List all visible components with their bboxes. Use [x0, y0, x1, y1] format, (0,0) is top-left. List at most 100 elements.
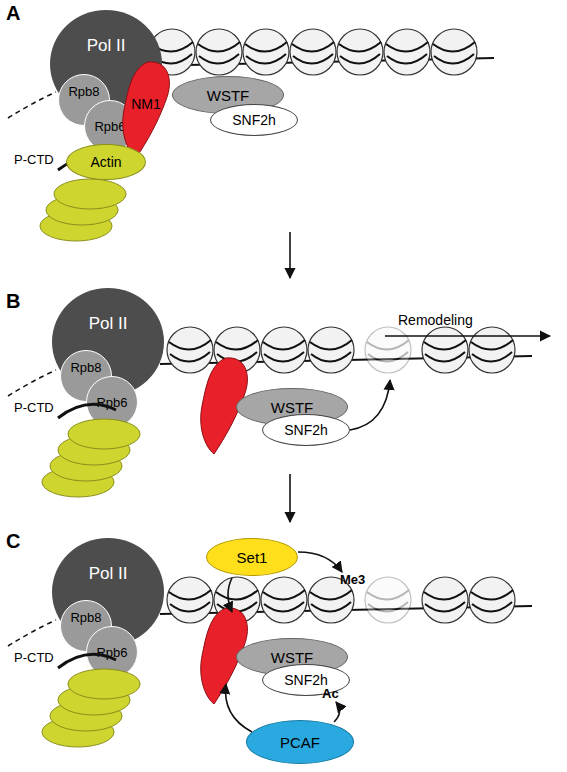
nucleosome: [261, 577, 307, 623]
nucleosome: [167, 577, 213, 623]
ctd-label: P-CTD: [14, 650, 54, 665]
node-label: SNF2h: [284, 672, 328, 688]
dna-wrap: [311, 352, 351, 362]
histone-core: [261, 327, 307, 373]
node-label: Set1: [237, 549, 268, 566]
dna-wrap: [216, 590, 258, 600]
node-label: Rpb6: [94, 119, 125, 134]
dna-wrap: [245, 42, 287, 52]
histone-core: [167, 577, 213, 623]
dna-wrap: [471, 340, 513, 350]
snf2h-ellipse: SNF2h: [210, 104, 298, 136]
nucleosome: [469, 327, 515, 373]
histone-core: [167, 327, 213, 373]
histone-core: [337, 29, 383, 75]
dna-wrap: [386, 42, 428, 52]
histone-core: [384, 29, 430, 75]
rna-transcript: [8, 370, 56, 396]
dna-wrap: [424, 590, 466, 600]
nucleosome: [384, 29, 430, 75]
dna-wrap: [368, 602, 408, 612]
dna-wrap: [472, 352, 512, 362]
node-label: Rpb8: [70, 360, 101, 375]
actin-ellipse: Actin: [66, 144, 146, 180]
process-label: Remodeling: [398, 312, 473, 328]
panel-letter: A: [6, 2, 20, 25]
histone-core: [469, 327, 515, 373]
ctd-label: P-CTD: [14, 152, 54, 167]
myosin-shape: NM1: [118, 60, 174, 160]
dna-wrap: [216, 340, 258, 350]
remodeling-arrow: [385, 335, 550, 337]
node-label: PCAF: [280, 734, 320, 751]
set1-ellipse: Set1: [206, 538, 298, 576]
set1-arrow: [228, 578, 232, 612]
dna-wrap: [264, 602, 304, 612]
dna-wrap: [169, 340, 211, 350]
histone-core: [422, 327, 468, 373]
actin-subunit: [68, 669, 140, 699]
actin-subunit: [68, 419, 140, 449]
dna-wrap: [472, 602, 512, 612]
dna-wrap: [425, 352, 465, 362]
panel-letter: C: [6, 530, 20, 553]
histone-core: [243, 29, 289, 75]
dna-wrap: [170, 602, 210, 612]
node-label: Pol II: [89, 564, 128, 584]
histone-core: [469, 577, 515, 623]
rna-transcript: [8, 92, 56, 118]
dna-wrap: [387, 54, 427, 64]
dna-wrap: [434, 54, 474, 64]
dna-wrap: [310, 340, 352, 350]
nucleosome: [365, 327, 411, 373]
mark-label: Me3: [340, 572, 365, 587]
dna-wrap: [368, 352, 408, 362]
nucleosome: [167, 327, 213, 373]
dna-wrap: [292, 42, 334, 52]
myosin-outline: [123, 62, 170, 158]
remodel-arrow: [350, 380, 390, 430]
step-arrow: [289, 232, 291, 278]
dna-wrap: [340, 54, 380, 64]
histone-core: [196, 29, 242, 75]
pcaf-arrow: [226, 684, 252, 732]
dna-wrap: [246, 54, 286, 64]
actin-subunit: [54, 179, 126, 209]
dna-wrap: [424, 340, 466, 350]
nucleosome: [422, 577, 468, 623]
histone-core: [431, 29, 477, 75]
node-label: NM1: [131, 96, 161, 112]
dna-wrap: [471, 590, 513, 600]
histone-core: [290, 29, 336, 75]
dna-wrap: [263, 590, 305, 600]
acetylation-arrow: [334, 702, 340, 722]
dna-wrap: [199, 54, 239, 64]
histone-core: [422, 577, 468, 623]
node-label: WSTF: [271, 399, 314, 416]
node-label: WSTF: [207, 87, 250, 104]
nucleosome: [365, 577, 411, 623]
node-label: Pol II: [87, 36, 126, 56]
dna-wrap: [310, 590, 352, 600]
dna-wrap: [433, 42, 475, 52]
nucleosome: [337, 29, 383, 75]
dna-wrap: [198, 42, 240, 52]
nucleosome: [290, 29, 336, 75]
dna-wrap: [425, 602, 465, 612]
mark-label: Ac: [322, 686, 339, 701]
node-label: Rpb8: [68, 84, 99, 99]
snf2h-ellipse: SNF2h: [262, 414, 350, 446]
node-label: Rpb8: [70, 610, 101, 625]
nucleosome: [308, 327, 354, 373]
pcaf-ellipse: PCAF: [246, 720, 354, 764]
dna-wrap: [339, 42, 381, 52]
panel-letter: B: [6, 290, 20, 313]
dna-wrap: [311, 602, 351, 612]
histone-core: [365, 327, 411, 373]
dna-wrap: [169, 590, 211, 600]
ctd-label: P-CTD: [14, 400, 54, 415]
node-label: SNF2h: [232, 112, 276, 128]
rna-transcript: [8, 620, 56, 646]
